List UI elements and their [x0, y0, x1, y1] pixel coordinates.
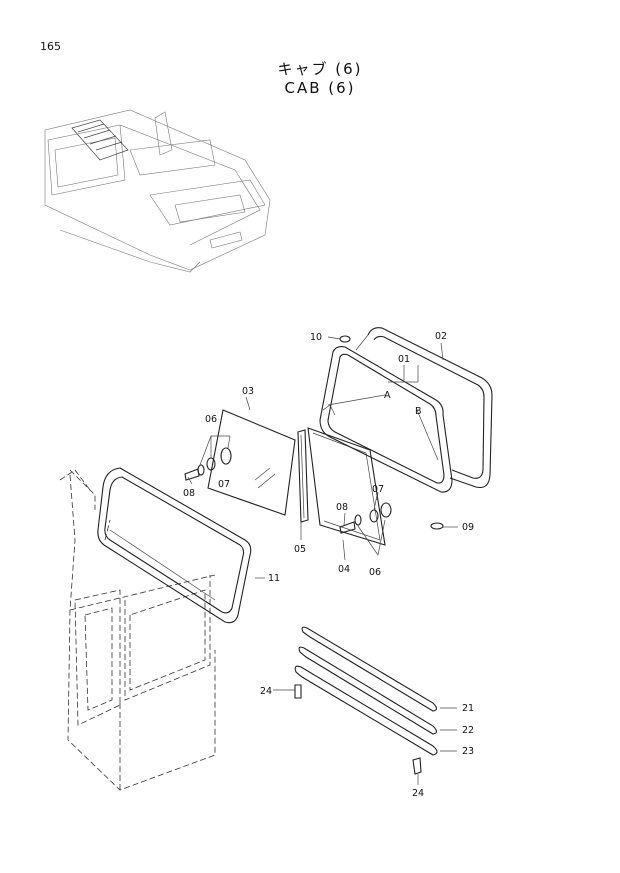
reference-mark-a: A: [384, 390, 391, 401]
callout-06-right: 06: [369, 567, 381, 578]
part-04-sliding-frame: [307, 427, 386, 561]
reference-mark-b: B: [415, 406, 422, 417]
diagram-title-japanese: キャブ (6): [277, 60, 363, 78]
callout-24-lower: 24: [412, 788, 424, 799]
callout-05: 05: [294, 544, 306, 555]
callout-04: 04: [338, 564, 350, 575]
callout-02: 02: [435, 331, 447, 342]
callout-10: 10: [310, 332, 322, 343]
callout-06-left: 06: [205, 414, 217, 425]
part-10-cap: [339, 335, 351, 343]
latch-assembly-right: [339, 494, 392, 556]
leader-lines: [187, 342, 457, 785]
part-05-seal-strip: [297, 429, 309, 540]
callout-21: 21: [462, 703, 474, 714]
callout-08-right: 08: [336, 502, 348, 513]
callout-09: 09: [462, 522, 474, 533]
diagram-title-english: CAB (6): [284, 79, 356, 97]
part-11-window-seal: [97, 467, 252, 624]
part-22-rod: [298, 646, 438, 735]
callout-07-right: 07: [372, 484, 384, 495]
part-24-bolt-lower: [412, 757, 422, 775]
machine-overview-sketch: [44, 109, 271, 273]
part-24-bolt-upper: [294, 684, 302, 699]
part-09-cap: [430, 522, 444, 530]
part-02-outer-seal: [355, 327, 493, 489]
callout-07-left: 07: [218, 479, 230, 490]
part-21-rod: [301, 626, 438, 712]
part-03-glass: [207, 409, 296, 516]
part-01-window-frame: [319, 346, 453, 493]
callout-11: 11: [268, 573, 280, 584]
cab-body-outline: [59, 469, 216, 791]
latch-assembly-left: [184, 435, 232, 481]
callout-23: 23: [462, 746, 474, 757]
callout-08-left: 08: [183, 488, 195, 499]
callout-01: 01: [398, 354, 410, 365]
callout-03: 03: [242, 386, 254, 397]
callout-24-upper: 24: [260, 686, 272, 697]
part-23-rod: [294, 665, 438, 756]
page-number: 165: [40, 40, 61, 53]
callout-22: 22: [462, 725, 474, 736]
